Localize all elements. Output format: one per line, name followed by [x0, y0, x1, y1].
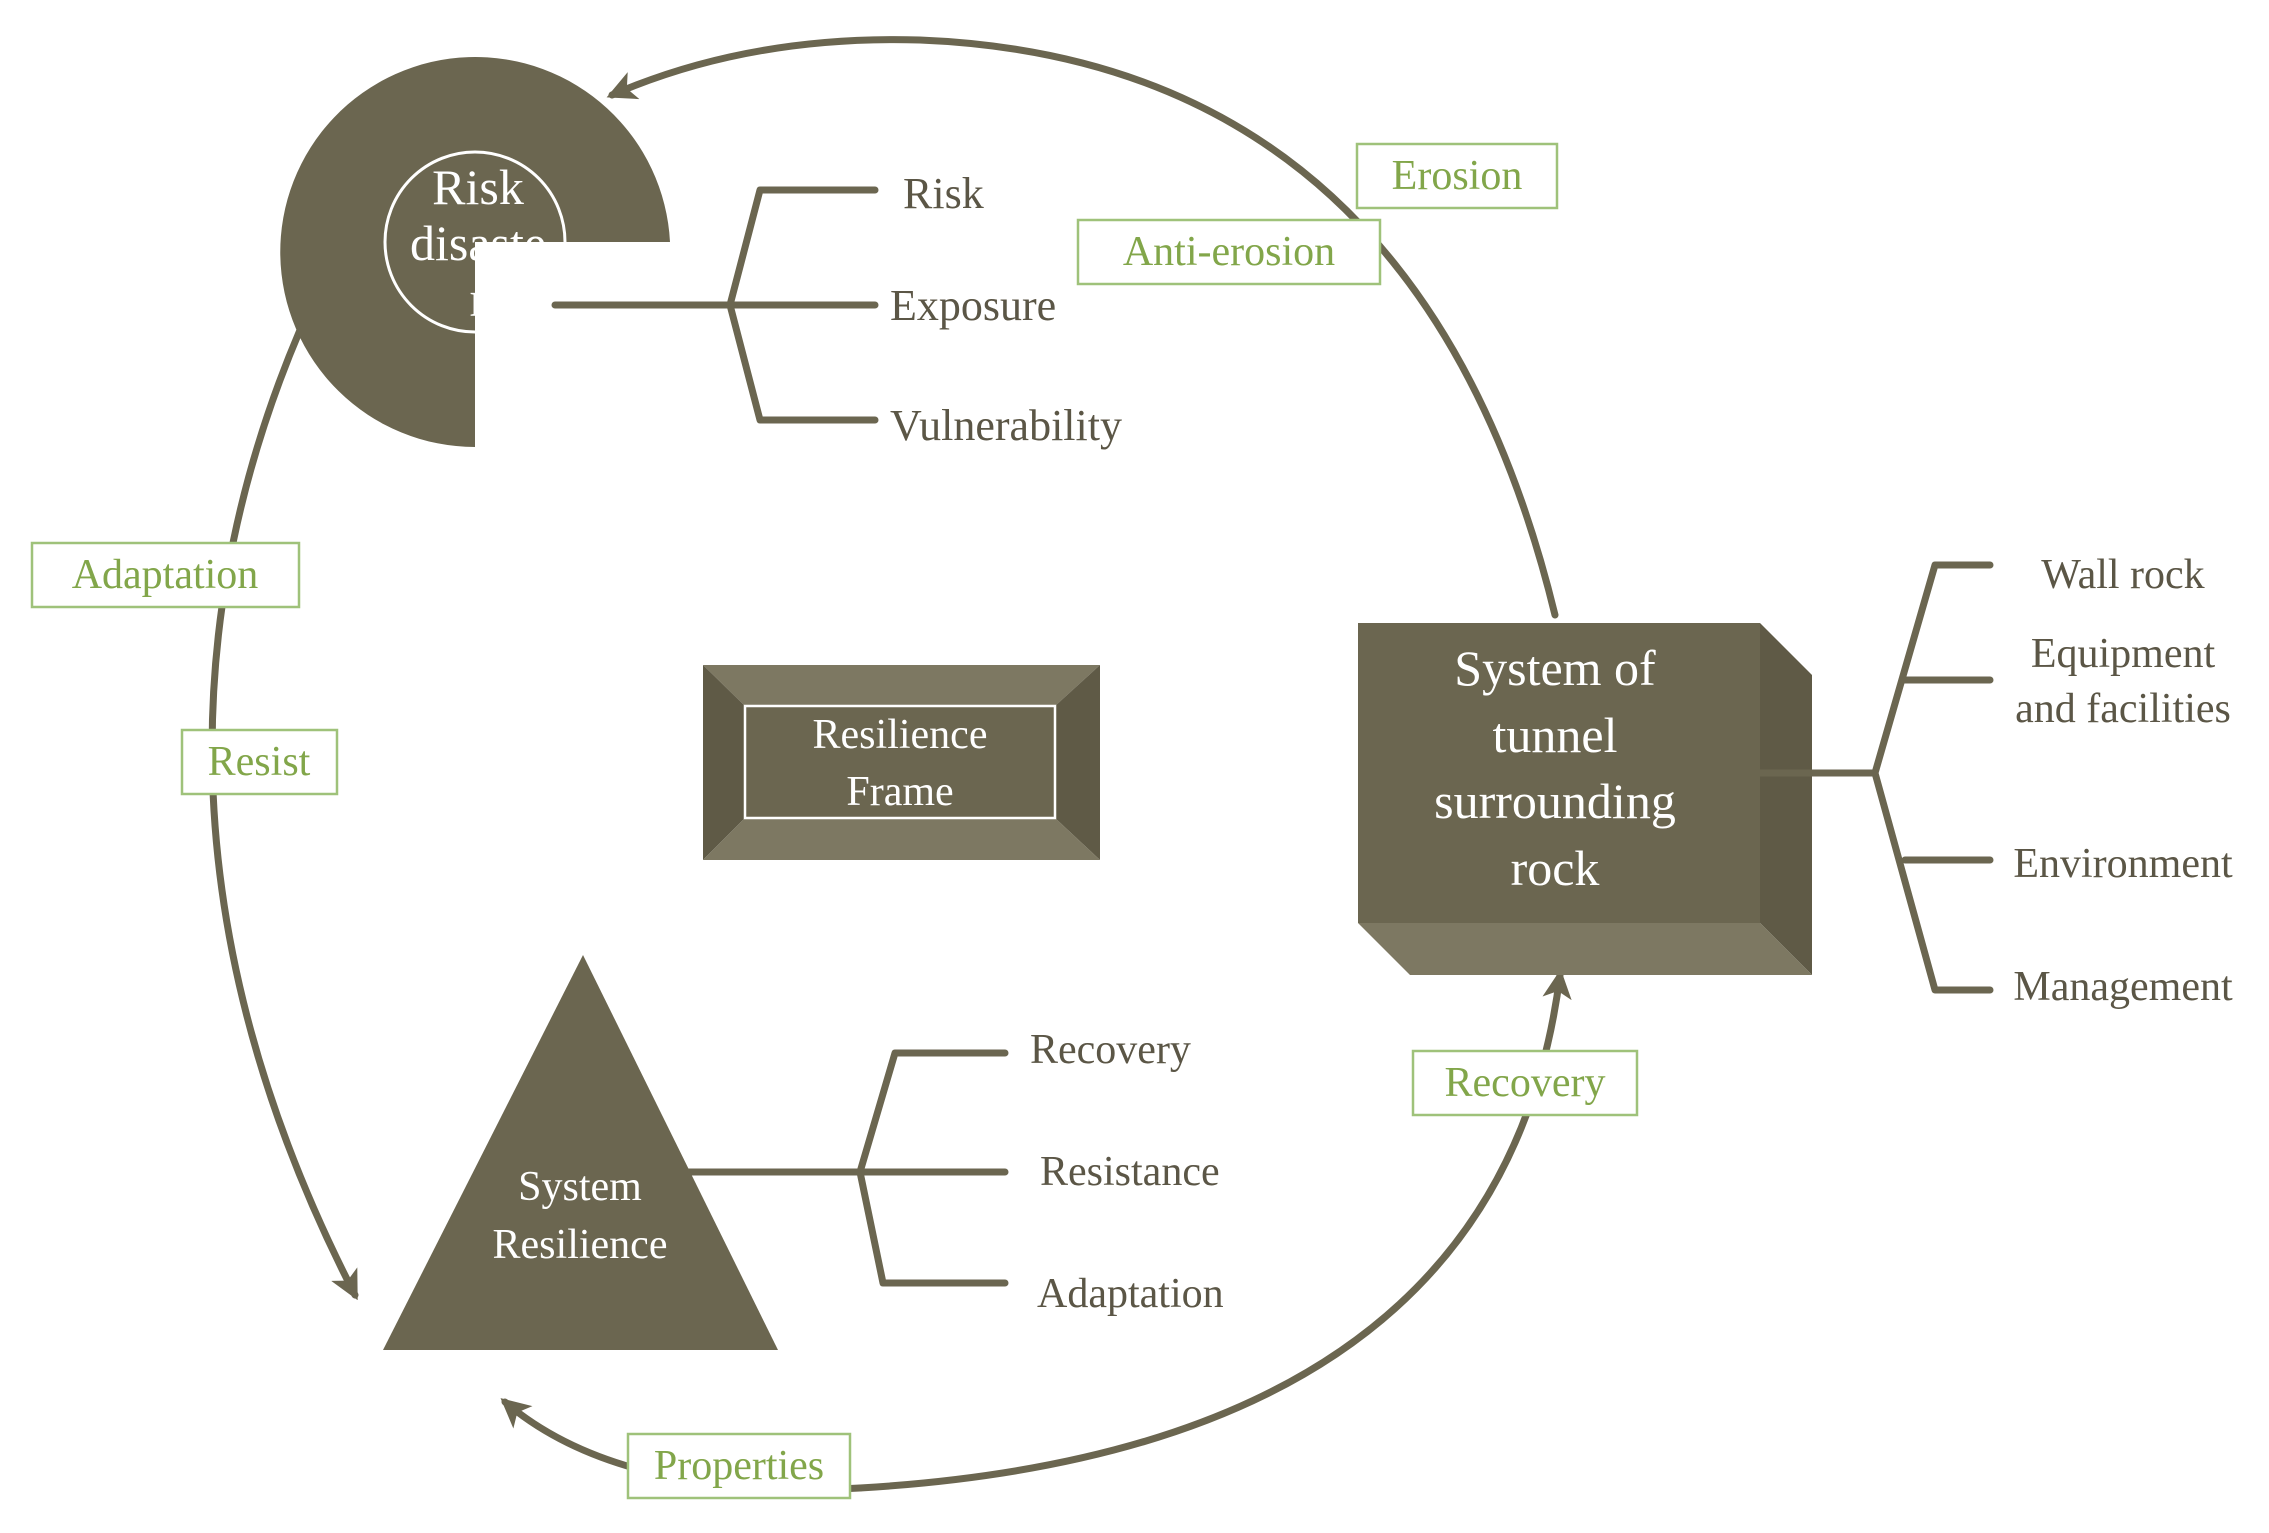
risk-disaster-bracket: [726, 186, 879, 424]
tunnel-box-front: [1358, 623, 1760, 923]
tag-resist: Resist: [180, 728, 339, 796]
tag-recovery-box: [1411, 1049, 1639, 1117]
tunnel-system-line-4: rock: [1511, 840, 1600, 896]
tag-resist-box: [180, 728, 339, 796]
branch-label-equipment-line-2: and facilities: [2015, 686, 2231, 732]
risk-disaster-line-1: Risk: [432, 159, 524, 215]
frame-outline: [743, 704, 1057, 820]
branch-label-exposure: Exposure: [890, 281, 1056, 330]
tag-resist-label: Resist: [208, 739, 311, 785]
risk-disaster-shape: [280, 57, 670, 448]
branch-label-wall-rock: Wall rock: [2041, 552, 2204, 598]
frame-bevel-left: [703, 665, 745, 860]
system-resilience-bracket: [856, 1049, 1009, 1287]
system-resilience-branches: Recovery Resistance Adaptation: [681, 1027, 1224, 1317]
tunnel-system-line-2: tunnel: [1493, 707, 1618, 763]
tunnel-system-branches: Wall rock Equipment and facilities Envir…: [1756, 552, 2233, 1010]
risk-disaster-line-3: r: [470, 271, 487, 327]
tag-adaptation: Adaptation: [30, 541, 301, 609]
risk-disaster-line-2: disaste: [410, 215, 546, 271]
tunnel-box-bottom: [1358, 923, 1812, 975]
tag-anti-erosion-label: Anti-erosion: [1123, 229, 1335, 275]
tag-anti-erosion-box: [1076, 218, 1382, 286]
tag-properties: Properties: [626, 1432, 852, 1500]
branch-label-adaptation: Adaptation: [1037, 1271, 1224, 1317]
risk-disaster-inner-ring: [383, 150, 567, 334]
frame-bevel-top: [703, 665, 1100, 706]
branch-label-management: Management: [2013, 964, 2233, 1010]
tag-erosion: Erosion: [1355, 142, 1559, 210]
tunnel-system-line-1: System of: [1454, 640, 1656, 696]
resilience-frame-line-1: Resilience: [813, 712, 988, 758]
flow-arrow-erosion: [606, 36, 1559, 619]
risk-disaster-branches: Risk Exposure Vulnerability: [551, 169, 1122, 450]
branch-label-risk: Risk: [903, 169, 984, 218]
system-resilience-node: System Resilience: [383, 955, 778, 1350]
tag-recovery-label: Recovery: [1445, 1060, 1606, 1106]
frame-bevel-right: [1055, 665, 1100, 860]
tag-erosion-box: [1355, 142, 1559, 210]
system-resilience-line-2: Resilience: [493, 1222, 668, 1268]
tag-anti-erosion: Anti-erosion: [1076, 218, 1382, 286]
branch-label-equipment-line-1: Equipment: [2031, 631, 2216, 677]
risk-disaster-node: Risk disaste r: [280, 57, 670, 448]
tag-erosion-label: Erosion: [1392, 153, 1523, 199]
tunnel-system-node: System of tunnel surrounding rock: [1358, 623, 1812, 975]
tag-adaptation-label: Adaptation: [72, 552, 259, 598]
branch-label-resistance: Resistance: [1040, 1149, 1220, 1195]
tunnel-system-bracket: [1871, 561, 1994, 994]
tag-adaptation-box: [30, 541, 301, 609]
tag-recovery: Recovery: [1411, 1049, 1639, 1117]
tag-properties-label: Properties: [654, 1443, 824, 1489]
branch-label-environment: Environment: [2013, 841, 2233, 887]
frame-face: [745, 706, 1055, 818]
system-resilience-shape: [383, 955, 778, 1350]
branch-label-recovery: Recovery: [1030, 1027, 1191, 1073]
frame-bevel-bottom: [703, 818, 1100, 860]
resilience-frame-node: Resilience Frame: [703, 665, 1100, 860]
tag-properties-box: [626, 1432, 852, 1500]
branch-label-vulnerability: Vulnerability: [890, 401, 1122, 450]
tunnel-system-line-3: surrounding: [1434, 773, 1676, 829]
tunnel-box-side: [1760, 623, 1812, 975]
flow-tags: Erosion Anti-erosion Adaptation Resist R…: [30, 142, 1639, 1500]
system-resilience-line-1: System: [518, 1164, 642, 1210]
flow-arrow-adaptation: [208, 326, 359, 1301]
resilience-frame-line-2: Frame: [846, 769, 953, 815]
